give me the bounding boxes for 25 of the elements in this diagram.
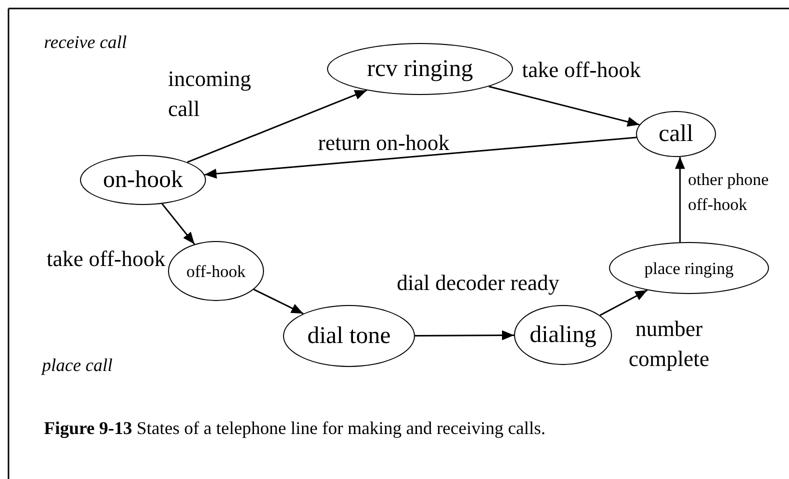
transition-label: dial decoder ready bbox=[396, 269, 560, 297]
arrow bbox=[675, 156, 685, 242]
section-label: place call bbox=[42, 355, 112, 376]
transition-label: number complete bbox=[628, 315, 710, 373]
state-name: call bbox=[658, 122, 694, 146]
section-label: receive call bbox=[44, 32, 127, 53]
transition-label: incoming call bbox=[168, 65, 252, 123]
state-name: dial tone bbox=[307, 324, 391, 348]
transition-label: other phone off-hook bbox=[688, 169, 770, 216]
arrow bbox=[204, 136, 636, 179]
arrow bbox=[488, 86, 640, 127]
transition-label: return on-hook bbox=[318, 129, 450, 157]
arrow bbox=[415, 330, 514, 340]
transition-label: take off-hook bbox=[46, 245, 166, 273]
figure-caption: Figure 9-13 States of a telephone line for making and receiving calls. bbox=[44, 418, 546, 439]
transition-label: take off-hook bbox=[522, 56, 642, 84]
state-name: place ringing bbox=[644, 260, 734, 276]
arrow bbox=[253, 288, 304, 314]
state-name: rcv ringing bbox=[367, 57, 473, 81]
arrow bbox=[187, 90, 368, 163]
state-name: off-hook bbox=[186, 262, 246, 280]
state-ellipse bbox=[636, 111, 716, 157]
state-name: on-hook bbox=[103, 168, 183, 192]
state-name: dialing bbox=[530, 323, 596, 347]
arrow bbox=[600, 290, 648, 316]
